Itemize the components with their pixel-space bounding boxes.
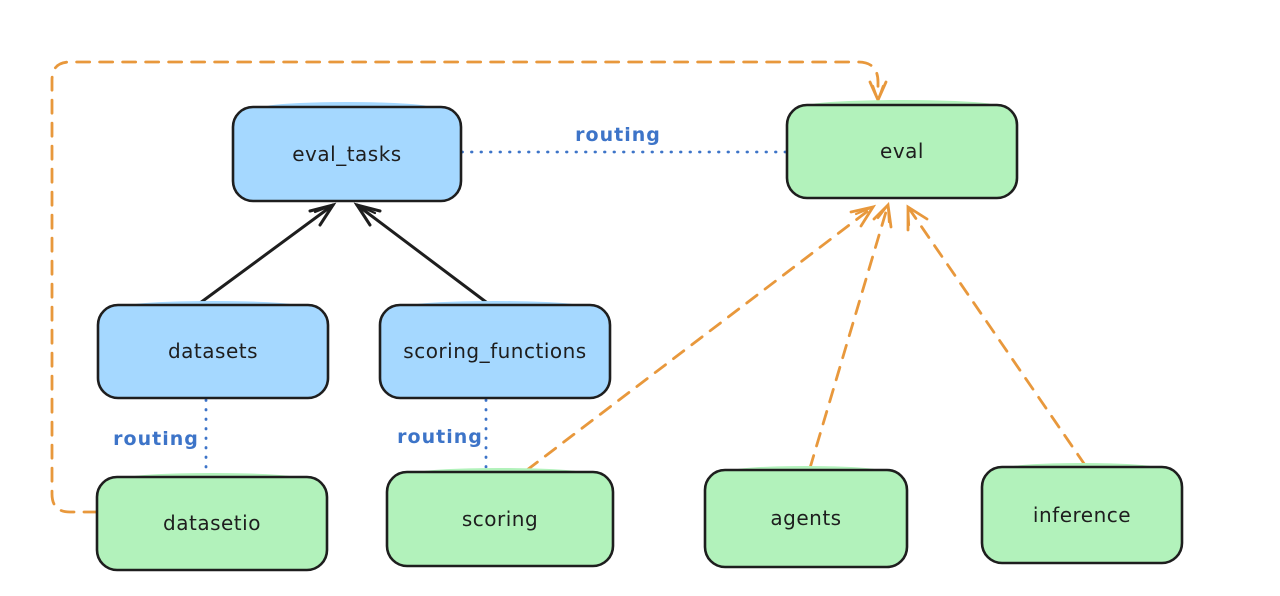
edge-label-routing-left: routing (113, 428, 199, 450)
node-scoring-label: scoring (462, 507, 538, 531)
node-inference: inference (980, 463, 1184, 565)
node-agents-label: agents (770, 506, 841, 530)
edge-scoring-functions-eval-tasks (355, 203, 492, 307)
edge-scoring-functions-eval-tasks-arrowhead (353, 202, 382, 227)
edge-datasets-eval-tasks-arrowhead (308, 202, 337, 227)
node-datasetio: datasetio (95, 473, 329, 572)
edge-scoring-eval (525, 205, 875, 472)
edge-scoring-eval-arrowhead (849, 204, 876, 228)
edge-agents-eval (808, 203, 890, 470)
edge-label-routing-top: routing (575, 124, 661, 146)
node-eval-tasks-label: eval_tasks (292, 142, 401, 166)
node-datasets: datasets (96, 301, 330, 400)
edge-inference-eval (906, 205, 1087, 467)
node-agents: agents (703, 466, 909, 569)
node-datasets-label: datasets (168, 339, 258, 363)
edge-datasetio-eval (50, 60, 880, 514)
node-datasetio-label: datasetio (163, 511, 261, 535)
node-scoring: scoring (385, 468, 615, 568)
node-eval: eval (785, 100, 1019, 200)
edge-label-routing-mid: routing (397, 426, 483, 448)
edge-inference-eval-arrowhead (906, 204, 929, 232)
node-inference-label: inference (1033, 503, 1131, 527)
edge-datasetio-eval-arrowhead (868, 80, 888, 104)
node-eval-label: eval (880, 139, 924, 163)
node-scoring-functions: scoring_functions (378, 301, 612, 400)
node-eval-tasks: eval_tasks (231, 102, 463, 203)
node-scoring-functions-label: scoring_functions (403, 339, 586, 363)
edge-datasets-eval-tasks (198, 203, 335, 305)
edge-agents-eval-arrowhead (872, 201, 893, 229)
